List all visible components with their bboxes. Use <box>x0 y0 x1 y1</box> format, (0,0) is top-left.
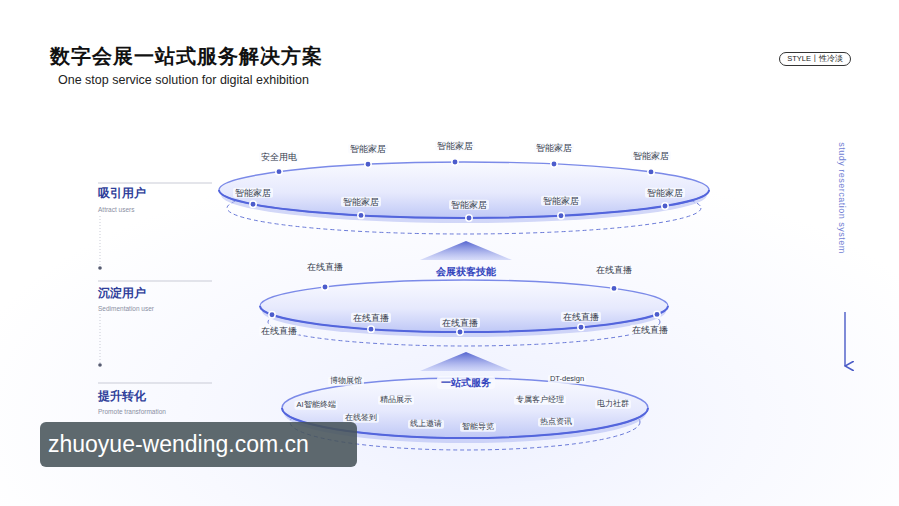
banner-triangle <box>420 241 512 260</box>
disc-front-rim <box>260 306 668 332</box>
service-item: 在线直播 <box>351 313 391 323</box>
service-item: 智能家居 <box>449 200 489 210</box>
service-item: 在线直播 <box>561 312 601 322</box>
service-item: 精品展示 <box>378 396 414 405</box>
service-item: 安全用电 <box>259 152 299 162</box>
rim-dot <box>611 285 617 291</box>
service-item: 智能家居 <box>348 144 388 154</box>
disc-front-rim <box>219 190 709 218</box>
service-item: 在线直播 <box>440 318 480 328</box>
disc-face <box>260 280 668 332</box>
service-item: 智能家居 <box>534 143 574 153</box>
service-item: 智能家居 <box>233 188 273 198</box>
stage-banner: 会展获客技能 <box>416 241 516 275</box>
service-item: DT-design <box>548 375 586 384</box>
service-item: AI智能终端 <box>294 401 337 410</box>
stage-subheading: Promote transformation <box>98 408 166 415</box>
service-item: 在线直播 <box>594 265 634 275</box>
rim-dot <box>578 324 584 330</box>
rim-dot <box>269 312 275 318</box>
service-item: 在线直播 <box>259 326 299 336</box>
service-item: 智能家居 <box>435 141 475 151</box>
stage-subheading: Sedimentation user <box>98 305 154 312</box>
stage-banner: 一站式服务 <box>416 352 516 386</box>
rim-dot <box>358 212 364 218</box>
service-item: 电力社群 <box>595 400 631 409</box>
stage-heading: 吸引用户 <box>98 187 146 201</box>
stage-heading: 提升转化 <box>98 390 146 404</box>
left-guide <box>98 183 212 383</box>
service-item: 在线直播 <box>630 325 670 335</box>
guide-dot <box>98 266 102 270</box>
service-item: 博物展馆 <box>328 377 364 386</box>
service-item: 智能家居 <box>645 188 685 198</box>
rim-dot <box>551 161 557 167</box>
service-item: 智能导览 <box>460 423 496 432</box>
rim-dot <box>457 329 463 335</box>
service-item: 专属客户经理 <box>514 396 566 405</box>
service-item: 在线直播 <box>305 262 345 272</box>
rim-dot <box>648 169 654 175</box>
banner-text: 一站式服务 <box>437 376 495 389</box>
service-item: 线上邀请 <box>408 420 444 429</box>
rim-dot <box>452 159 458 165</box>
stage-heading: 沉淀用户 <box>98 287 146 301</box>
banner-text: 会展获客技能 <box>432 265 500 278</box>
page-subtitle: One stop service solution for digital ex… <box>58 73 309 87</box>
rim-dot <box>654 311 660 317</box>
rim-dot <box>558 213 564 219</box>
rim-dot <box>322 284 328 290</box>
guide-dot <box>98 363 102 367</box>
service-item: 智能家居 <box>541 196 581 206</box>
disc-face <box>219 162 709 218</box>
banner-triangle <box>420 352 512 371</box>
rim-dot <box>662 203 668 209</box>
page-title: 数字会展一站式服务解决方案 <box>50 45 323 68</box>
badge-text: STYLE丨性冷淡 <box>787 54 843 64</box>
service-item: 智能家居 <box>341 197 381 207</box>
rim-dot <box>365 161 371 167</box>
stage-subheading: Attract users <box>98 206 134 213</box>
rim-dot <box>250 201 256 207</box>
side-caption: study resercation system <box>837 142 847 254</box>
service-item: 热点资讯 <box>538 418 574 427</box>
style-badge: STYLE丨性冷淡 <box>779 52 851 66</box>
rim-dot <box>368 326 374 332</box>
watermark: zhuoyue-wending.com.cn <box>40 422 357 467</box>
service-item: 智能家居 <box>631 151 671 161</box>
scroll-arrow <box>844 312 845 366</box>
rim-dot <box>276 168 282 174</box>
rim-dot <box>466 215 472 221</box>
